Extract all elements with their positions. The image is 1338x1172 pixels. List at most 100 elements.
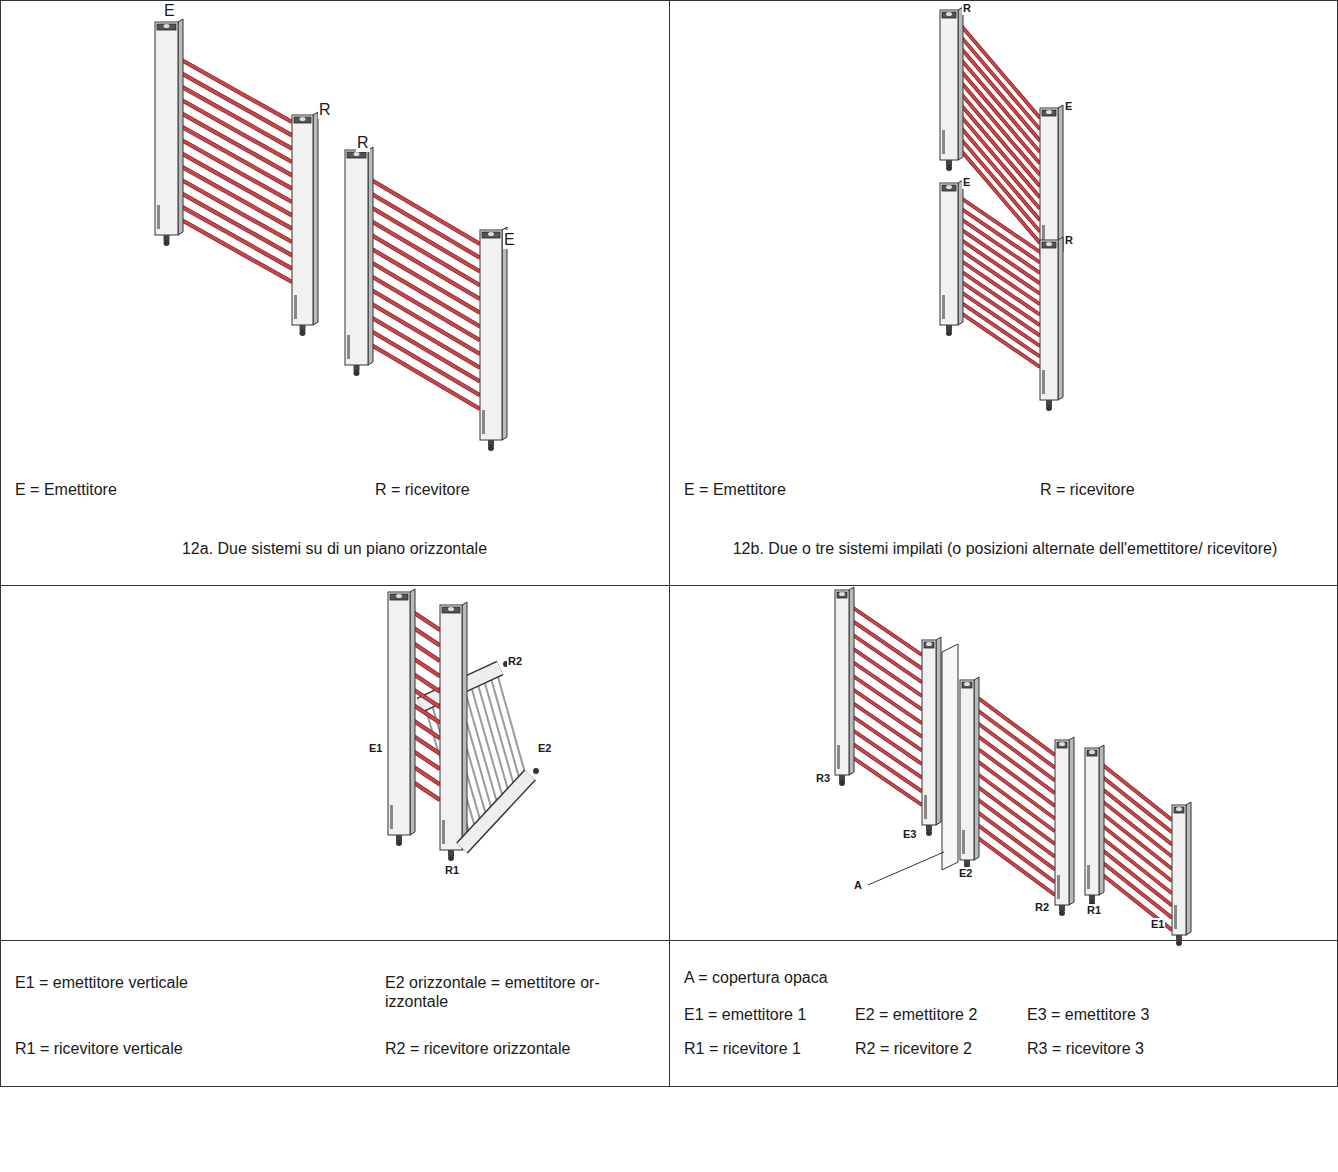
- column-body: [1040, 240, 1058, 400]
- light-beam-edge: [368, 233, 480, 299]
- column-body: [1040, 108, 1058, 255]
- legend-text: R = ricevitore: [375, 480, 470, 499]
- column-side: [462, 602, 467, 850]
- column-cap: [1057, 742, 1067, 748]
- light-beam-edge: [368, 219, 480, 285]
- column-side: [502, 227, 507, 440]
- light-beam-edge: [1099, 848, 1172, 906]
- light-beam: [368, 192, 480, 258]
- light-beam: [1099, 848, 1172, 906]
- column-connector: [946, 165, 952, 171]
- column-cap: [1042, 110, 1056, 116]
- light-beam-edge: [958, 147, 1040, 243]
- column-connector: [488, 445, 494, 451]
- column-connector: [533, 768, 539, 774]
- column-window: [390, 805, 393, 829]
- column-window: [1174, 905, 1177, 929]
- column-side: [958, 180, 963, 325]
- column-connector: [1059, 910, 1065, 916]
- light-beam: [368, 261, 480, 327]
- column-window: [962, 830, 965, 854]
- column-body: [940, 10, 958, 160]
- light-beam-edge: [1099, 799, 1172, 857]
- light-beam-edge: [368, 329, 480, 395]
- column-cap: [942, 185, 956, 191]
- column-body: [1172, 805, 1186, 935]
- light-beam-edge: [849, 673, 922, 723]
- light-beam: [178, 191, 292, 255]
- light-beam: [974, 771, 1055, 831]
- light-beam-edge: [178, 98, 292, 162]
- light-beam-edge: [368, 261, 480, 327]
- column-connector: [300, 330, 306, 336]
- column-window: [1057, 875, 1060, 899]
- column-connector: [1046, 405, 1052, 411]
- column-side: [1058, 105, 1063, 255]
- light-beam-edge: [849, 646, 922, 696]
- column-window: [942, 295, 945, 319]
- light-beam: [849, 728, 922, 778]
- light-beam-horizontal: [476, 679, 510, 797]
- column-side: [178, 19, 183, 235]
- callout-letter: R3: [815, 772, 831, 785]
- light-beam: [368, 178, 480, 244]
- horizontal-bar-face: [462, 775, 530, 848]
- light-beam: [178, 165, 292, 229]
- light-beam-edge: [974, 835, 1055, 895]
- light-beam-edge: [178, 111, 292, 175]
- column-cap: [1174, 807, 1184, 813]
- light-beam: [974, 797, 1055, 857]
- column-cap: [157, 24, 176, 30]
- light-beam-edge: [1099, 774, 1172, 832]
- light-beam: [368, 302, 480, 368]
- column-cap: [390, 594, 408, 600]
- callout-letter: R2: [507, 655, 523, 668]
- light-beam: [958, 136, 1040, 232]
- light-beam: [958, 311, 1040, 367]
- light-beam-edge: [1099, 835, 1172, 893]
- light-beam: [849, 741, 922, 791]
- column-side: [958, 7, 963, 160]
- light-beam: [974, 695, 1055, 755]
- light-beam-edge: [974, 746, 1055, 806]
- light-beam: [974, 733, 1055, 793]
- light-beam-edge: [849, 700, 922, 750]
- column-cap-dot: [946, 12, 952, 16]
- legend-text: R2 = ricevitore 2: [855, 1039, 972, 1058]
- light-beam-edge: [974, 720, 1055, 780]
- callout-letter: R2: [1034, 901, 1050, 914]
- legend-text: R1 = ricevitore 1: [684, 1039, 801, 1058]
- light-beam: [974, 784, 1055, 844]
- table-line: [0, 940, 1338, 941]
- light-beam-horizontal: [496, 670, 527, 779]
- light-beam-edge: [958, 311, 1040, 367]
- light-beam: [958, 147, 1040, 243]
- light-beam-edge: [178, 191, 292, 255]
- figure-caption: 12b. Due o tre sistemi impilati (o posiz…: [680, 535, 1330, 563]
- column-window: [924, 795, 927, 819]
- light-beam: [974, 708, 1055, 768]
- column-cap-dot: [1046, 242, 1052, 246]
- light-beam: [368, 247, 480, 313]
- column-side: [410, 589, 415, 835]
- horizontal-bar: [462, 775, 530, 848]
- column-cap: [347, 152, 366, 158]
- light-beam-edge: [958, 136, 1040, 232]
- light-beam: [178, 178, 292, 242]
- light-beam-horizontal: [463, 685, 499, 809]
- light-beam: [849, 714, 922, 764]
- light-beam-edge: [974, 822, 1055, 882]
- light-beam-edge: [974, 708, 1055, 768]
- column-side: [1186, 802, 1191, 935]
- light-beam: [178, 98, 292, 162]
- light-beam-edge: [849, 741, 922, 791]
- column-body: [292, 115, 313, 325]
- light-beam-edge: [178, 151, 292, 215]
- column-connector: [839, 780, 845, 786]
- light-beam: [849, 632, 922, 682]
- column-window: [942, 130, 945, 154]
- callout-letter: E: [503, 230, 516, 249]
- light-beam: [974, 720, 1055, 780]
- light-beam: [958, 301, 1040, 357]
- light-beam: [368, 343, 480, 409]
